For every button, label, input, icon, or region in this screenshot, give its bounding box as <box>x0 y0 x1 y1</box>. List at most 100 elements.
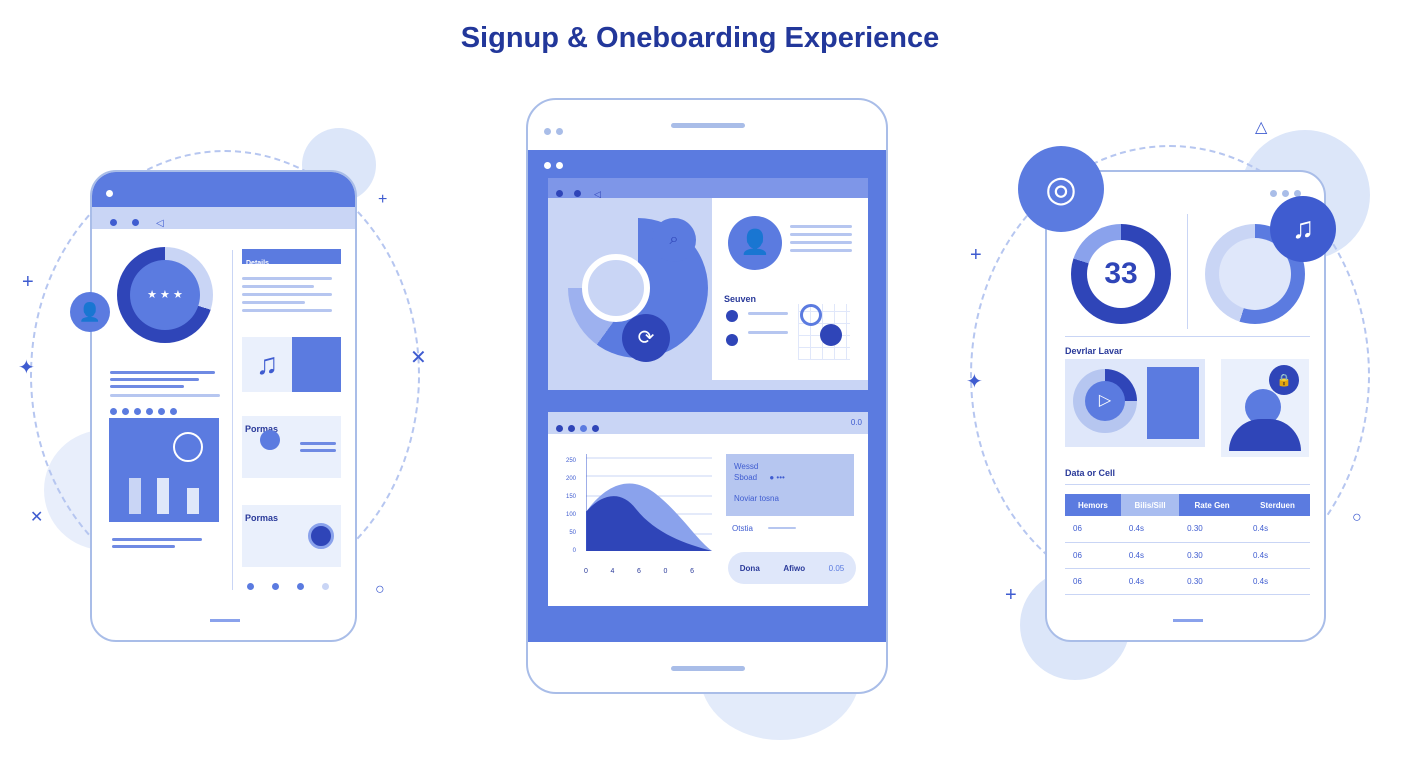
col-header[interactable]: Hemors <box>1065 494 1121 516</box>
user-card[interactable]: 🔒 <box>1221 359 1309 457</box>
x-tick: 6 <box>690 568 694 575</box>
info-card: Wessd Sboad ● ••• Noviar tosna <box>726 454 854 516</box>
plus-icon: + <box>970 244 982 266</box>
left-phone: ◁ ★ ★ ★ Details ♫ Pormas Pormas <box>90 170 357 642</box>
y-tick: 200 <box>565 476 576 482</box>
rating-stars: ★ ★ ★ <box>130 260 200 330</box>
text-lines <box>242 272 332 317</box>
x-icon: ✕ <box>30 509 44 526</box>
target-icon: ◎ <box>1018 146 1104 232</box>
back-icon[interactable]: ◁ <box>156 218 164 229</box>
area-series-dark <box>586 496 712 551</box>
bar <box>157 478 169 514</box>
table-title: Data or Cell <box>1065 468 1116 478</box>
media-card[interactable]: ▷ <box>1065 359 1205 447</box>
user-focus-icon <box>582 254 650 322</box>
sparkle-icon: ✦ <box>18 357 35 379</box>
ring-icon: ○ <box>375 581 385 598</box>
scatter-grid <box>798 304 850 360</box>
divider <box>232 250 233 590</box>
chart-card <box>109 418 219 522</box>
right-phone: 33 Devrlar Lavar ▷ 🔒 Data or Cell Hemors… <box>1045 170 1326 642</box>
search-icon <box>308 523 334 549</box>
y-tick: 50 <box>569 530 576 536</box>
y-tick: 150 <box>565 494 576 500</box>
text-lines <box>112 534 202 552</box>
action-segmented: Dona Afiwo 0.05 <box>728 552 856 584</box>
bar <box>187 488 199 514</box>
detail-label: Otstia <box>732 524 753 533</box>
search-icon[interactable]: ⌕ <box>652 218 696 262</box>
area-chart <box>586 454 712 551</box>
trend-map <box>1147 367 1199 439</box>
profile-panel: ◁ ⌕ ⟳ 👤 Seuven <box>548 178 868 390</box>
person-icon <box>1229 419 1301 451</box>
user-avatar-icon: 👤 <box>70 292 110 332</box>
afiwo-button[interactable]: Afiwo <box>783 563 806 573</box>
card-label: Pormas <box>245 424 279 434</box>
progress-ring <box>1205 224 1305 324</box>
done-button[interactable]: Dona <box>739 563 760 573</box>
sparkle-icon: ✦ <box>966 371 983 393</box>
triangle-icon: △ <box>1255 119 1268 136</box>
section-label: Seuven <box>724 294 757 304</box>
lock-icon[interactable]: 🔒 <box>1269 365 1299 395</box>
nav-bar: ◁ <box>92 207 355 229</box>
score-badge: 33 <box>1087 240 1155 308</box>
col-header[interactable]: Sterduen <box>1245 494 1310 516</box>
y-axis-ticks: 250 200 150 100 50 0 <box>562 452 576 560</box>
music-icon: ♫ <box>242 337 292 392</box>
card-pormas-1[interactable]: Pormas <box>242 416 341 478</box>
target-icon <box>173 432 203 462</box>
person-icon <box>260 430 280 450</box>
status-bar <box>92 172 355 207</box>
y-tick: 0 <box>572 548 576 554</box>
x-tick: 0 <box>584 568 588 575</box>
x-tick: 0 <box>663 568 668 575</box>
home-indicator[interactable] <box>671 666 745 671</box>
panel-toolbar: ◁ <box>548 178 868 199</box>
details-header: Details <box>242 249 341 267</box>
status-text: 0.0 <box>850 418 862 427</box>
x-tick: 4 <box>610 568 615 575</box>
home-indicator[interactable] <box>210 619 240 622</box>
shield-icon <box>726 310 738 322</box>
plus-icon: + <box>1005 584 1017 606</box>
ring-icon: ○ <box>1352 509 1362 526</box>
y-tick: 100 <box>565 512 576 518</box>
value-button[interactable]: 0.05 <box>828 563 845 573</box>
pager-dots[interactable] <box>247 577 334 595</box>
bar <box>129 478 141 514</box>
plus-icon: + <box>378 191 388 208</box>
y-tick: 250 <box>565 458 576 464</box>
card-label: Pormas <box>245 513 279 523</box>
refresh-icon[interactable]: ⟳ <box>622 314 670 362</box>
text-lines <box>110 367 221 403</box>
shield-icon <box>726 334 738 346</box>
info-sub: Sboad <box>734 473 758 482</box>
pager-dots[interactable] <box>110 402 182 420</box>
music-icon: ♫ <box>1270 196 1336 262</box>
x-icon: ✕ <box>410 347 427 369</box>
info-title: Wessd <box>734 462 759 471</box>
profile-card: 👤 Seuven <box>712 198 868 380</box>
home-indicator[interactable] <box>1173 619 1203 622</box>
section-label: Devrlar Lavar <box>1065 346 1123 356</box>
speaker-grill <box>671 123 745 128</box>
back-icon[interactable]: ◁ <box>594 189 601 199</box>
panel-toolbar: 0.0 <box>548 412 868 434</box>
play-icon[interactable]: ▷ <box>1085 381 1125 421</box>
col-header[interactable]: Bilis/Sill <box>1120 494 1180 516</box>
card-pormas-2[interactable]: Pormas <box>242 505 341 567</box>
media-thumb <box>292 337 341 392</box>
col-header[interactable]: Rate Gen <box>1179 494 1245 516</box>
plus-icon: + <box>22 271 34 293</box>
